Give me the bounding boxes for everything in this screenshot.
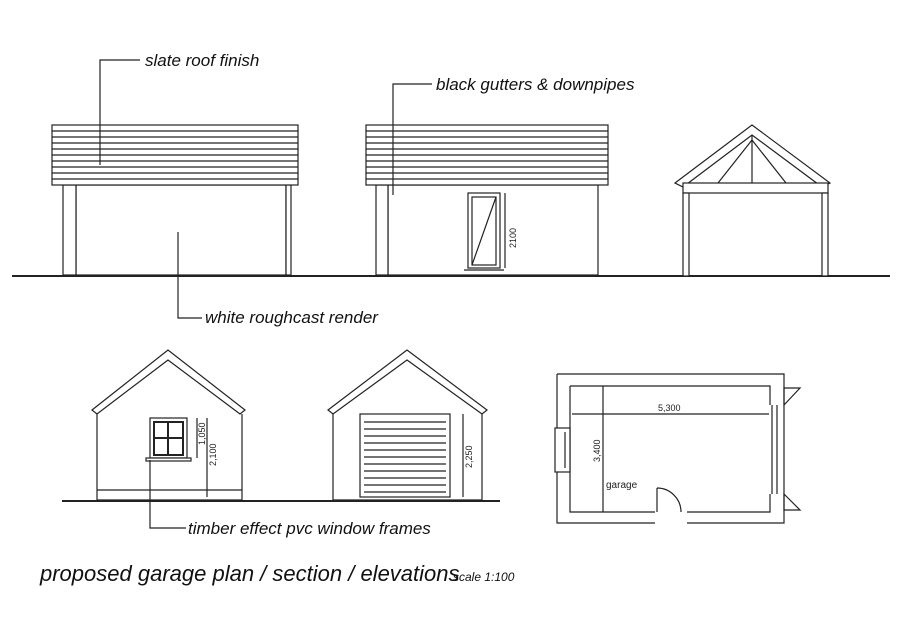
gutters-leader (392, 83, 432, 195)
plan-length-dimension: 5,300 (658, 403, 681, 413)
render-leader (177, 232, 202, 319)
windows-leader (149, 460, 186, 529)
side-elevation-left (51, 124, 299, 276)
front-elevation-window: 1,050 2,100 (91, 349, 246, 501)
room-label: garage (606, 480, 638, 491)
window-height-dimension: 1,050 (197, 422, 207, 445)
label-roof: slate roof finish (145, 51, 259, 70)
label-windows: timber effect pvc window frames (188, 519, 431, 538)
roof-leader (99, 59, 140, 165)
label-render: white roughcast render (205, 308, 379, 327)
window-head-dimension: 2,100 (208, 443, 218, 466)
drawing-scale: scale 1:100 (453, 570, 515, 584)
floor-plan: 5,300 3,400 garage (554, 373, 802, 524)
front-elevation-garage-door: 2,250 (327, 349, 488, 501)
plan-width-dimension: 3,400 (592, 439, 602, 462)
garage-door-dimension: 2,250 (464, 445, 474, 468)
drawing-title: proposed garage plan / section / elevati… (39, 561, 460, 586)
garage-door (359, 413, 451, 498)
label-gutters: black gutters & downpipes (436, 75, 635, 94)
section (673, 124, 832, 277)
side-elevation-right: 2100 (365, 124, 609, 276)
door-height-dimension: 2100 (508, 228, 518, 248)
